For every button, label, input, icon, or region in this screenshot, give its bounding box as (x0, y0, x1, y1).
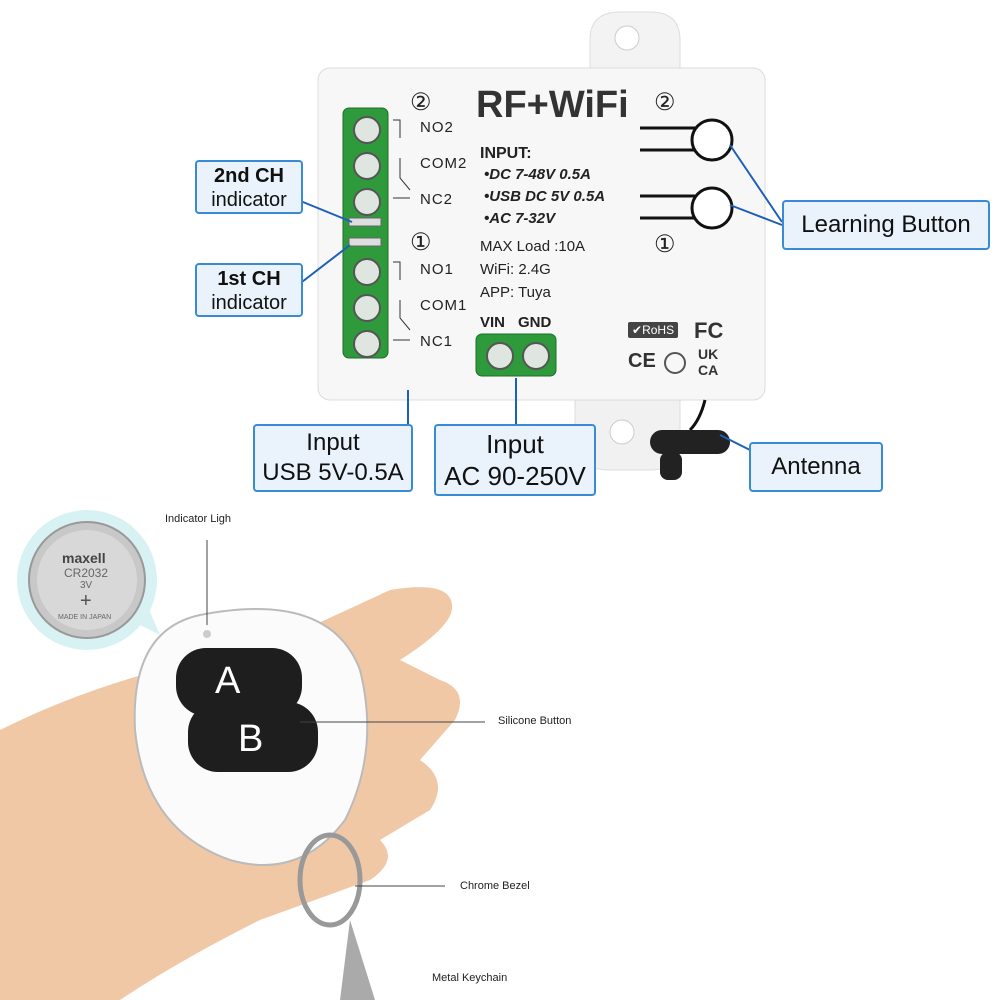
check-icon: ✔ (632, 323, 643, 337)
vin-label: VIN (480, 314, 506, 331)
battery-voltage: 3V (80, 580, 93, 591)
ce-mark: CE (628, 350, 656, 372)
battery-model: CR2032 (64, 566, 109, 580)
gnd-label: GND (518, 314, 552, 331)
metal-keychain-label: Metal Keychain (432, 972, 508, 984)
screw-icon (353, 116, 381, 144)
ukca-top: UK (698, 346, 719, 362)
terminal-nc2: NC2 (420, 191, 454, 208)
callout-1st-ch-indicator: 1st CH indicator (195, 263, 303, 317)
circled-one-left: ① (410, 229, 432, 256)
rohs-text: RoHS (642, 323, 675, 337)
circled-two-left: ② (410, 89, 432, 116)
circled-two-right: ② (654, 89, 676, 116)
input-spec-usb: •USB DC 5V 0.5A (484, 188, 606, 205)
chrome-bezel-label: Chrome Bezel (460, 880, 530, 892)
remote-button-b: B (238, 718, 264, 760)
ukca-bottom: CA (698, 362, 719, 378)
remote-button-a: A (215, 660, 241, 702)
callout-input-ac: Input AC 90-250V (434, 424, 596, 496)
screw-icon (353, 258, 381, 286)
callout-1st-ch-line2: indicator (211, 292, 287, 314)
callout-2nd-ch-line2: indicator (211, 189, 287, 211)
input-heading: INPUT: (480, 145, 532, 162)
screw-icon (353, 188, 381, 216)
fc-mark: FC (694, 318, 724, 343)
screw-icon (522, 342, 550, 370)
callout-input-ac-line1: Input (486, 429, 544, 459)
terminal-com2: COM2 (420, 155, 468, 172)
terminal-nc1: NC1 (420, 333, 454, 350)
callout-learning-button: Learning Button (782, 200, 990, 250)
module-title: RF+WiFi (476, 84, 629, 126)
callout-2nd-ch-line1: 2nd CH (214, 165, 284, 187)
callout-antenna: Antenna (749, 442, 883, 492)
wifi-spec: WiFi: 2.4G (480, 261, 551, 278)
input-spec-ac: •AC 7-32V (484, 210, 556, 227)
screw-icon (486, 342, 514, 370)
battery-origin: MADE IN JAPAN (58, 614, 112, 621)
callout-input-usb: Input USB 5V-0.5A (253, 424, 413, 492)
screw-icon (353, 294, 381, 322)
screw-icon (353, 152, 381, 180)
terminal-com1: COM1 (420, 297, 468, 314)
battery-brand: maxell (62, 550, 106, 566)
callout-input-ac-line2: AC 90-250V (444, 461, 586, 491)
callout-input-usb-line1: Input (306, 429, 360, 456)
input-spec-dc: •DC 7-48V 0.5A (484, 166, 591, 183)
max-load: MAX Load :10A (480, 238, 586, 255)
kc-mark-icon (664, 352, 686, 374)
callout-2nd-ch-indicator: 2nd CH indicator (195, 160, 303, 214)
callout-input-usb-line2: USB 5V-0.5A (262, 459, 404, 486)
remote-graphics (0, 510, 485, 1000)
callout-1st-ch-line1: 1st CH (217, 268, 281, 290)
silicone-button-label: Silicone Button (498, 715, 572, 727)
screw-icon (353, 330, 381, 358)
rohs-mark: ✔RoHS (628, 322, 679, 338)
terminal-no2: NO2 (420, 119, 454, 136)
indicator-light-label: Indicator Ligh (165, 513, 232, 525)
terminal-no1: NO1 (420, 261, 454, 278)
circled-one-right: ① (654, 231, 676, 258)
battery-plus: + (80, 590, 92, 612)
app-spec: APP: Tuya (480, 284, 551, 301)
